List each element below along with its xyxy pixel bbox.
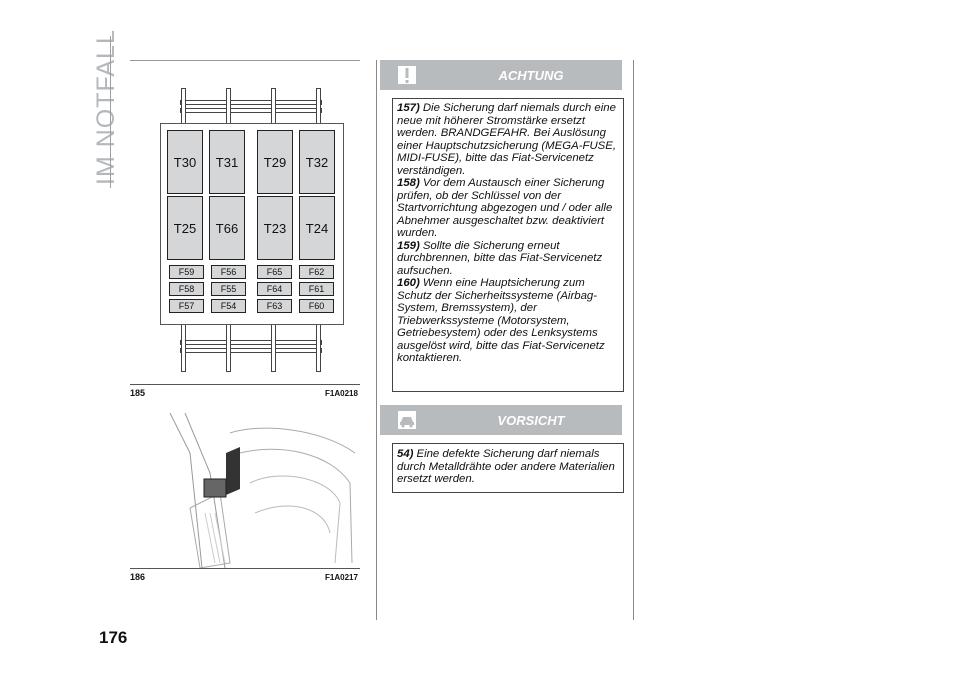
fuse-f62: F62 [299, 265, 334, 279]
note-54: 54)Eine defekte Sicherung darf niemals d… [397, 448, 615, 485]
figure-185-code: F1A0218 [325, 389, 358, 398]
relay-t29: T29 [257, 130, 293, 194]
fuse-f60: F60 [299, 299, 334, 313]
column-divider-left [376, 60, 377, 620]
warning-header: ACHTUNG [380, 60, 622, 90]
warning-title: ACHTUNG [498, 68, 564, 83]
wire-horizontal [180, 100, 322, 105]
wire-horizontal [180, 348, 322, 353]
relay-t23: T23 [257, 196, 293, 260]
note-157: 157)Die Sicherung darf niemals durch ein… [397, 102, 617, 177]
relay-t30: T30 [167, 130, 203, 194]
fuse-f61: F61 [299, 282, 334, 296]
figure-186-code: F1A0217 [325, 573, 358, 582]
relay-t66: T66 [209, 196, 245, 260]
relay-t31: T31 [209, 130, 245, 194]
car-icon [398, 411, 416, 429]
column-divider-right [633, 60, 634, 620]
fuse-f63: F63 [257, 299, 292, 313]
note-159: 159)Sollte die Sicherung erneut durchbre… [397, 239, 603, 277]
wire-horizontal [180, 108, 322, 113]
fuse-f56: F56 [211, 265, 246, 279]
page-number: 176 [99, 628, 128, 647]
section-title: IM NOTFALL [60, 29, 120, 200]
section-title-text: IM NOTFALL [92, 29, 120, 185]
warning-box: 157)Die Sicherung darf niemals durch ein… [392, 98, 624, 392]
warning-icon [398, 66, 416, 84]
fuse-f57: F57 [169, 299, 204, 313]
figure-186-rule [130, 568, 360, 569]
fuse-f65: F65 [257, 265, 292, 279]
figure-top-rule [130, 60, 360, 61]
fuse-f58: F58 [169, 282, 204, 296]
note-160: 160)Wenn eine Hauptsicherung zum Schutz … [397, 277, 605, 364]
caution-title: VORSICHT [497, 413, 565, 428]
figure-186-number: 186 [130, 572, 146, 582]
caution-header: VORSICHT [380, 405, 622, 435]
title-rule [110, 36, 111, 188]
note-158: 158)Vor dem Austausch einer Sicherung pr… [397, 177, 613, 239]
fuse-f55: F55 [211, 282, 246, 296]
wire-horizontal [180, 340, 322, 345]
figure-185-number: 185 [130, 388, 146, 398]
fuse-f54: F54 [211, 299, 246, 313]
fuse-box: T30 T31 T29 T32 T25 T66 T23 T24 F59 F56 … [160, 123, 344, 325]
relay-t32: T32 [299, 130, 335, 194]
relay-t25: T25 [167, 196, 203, 260]
interior-photo [130, 412, 360, 569]
caution-box: 54)Eine defekte Sicherung darf niemals d… [392, 443, 624, 493]
figure-185-rule [130, 384, 360, 385]
relay-t24: T24 [299, 196, 335, 260]
fuse-f59: F59 [169, 265, 204, 279]
fuse-f64: F64 [257, 282, 292, 296]
